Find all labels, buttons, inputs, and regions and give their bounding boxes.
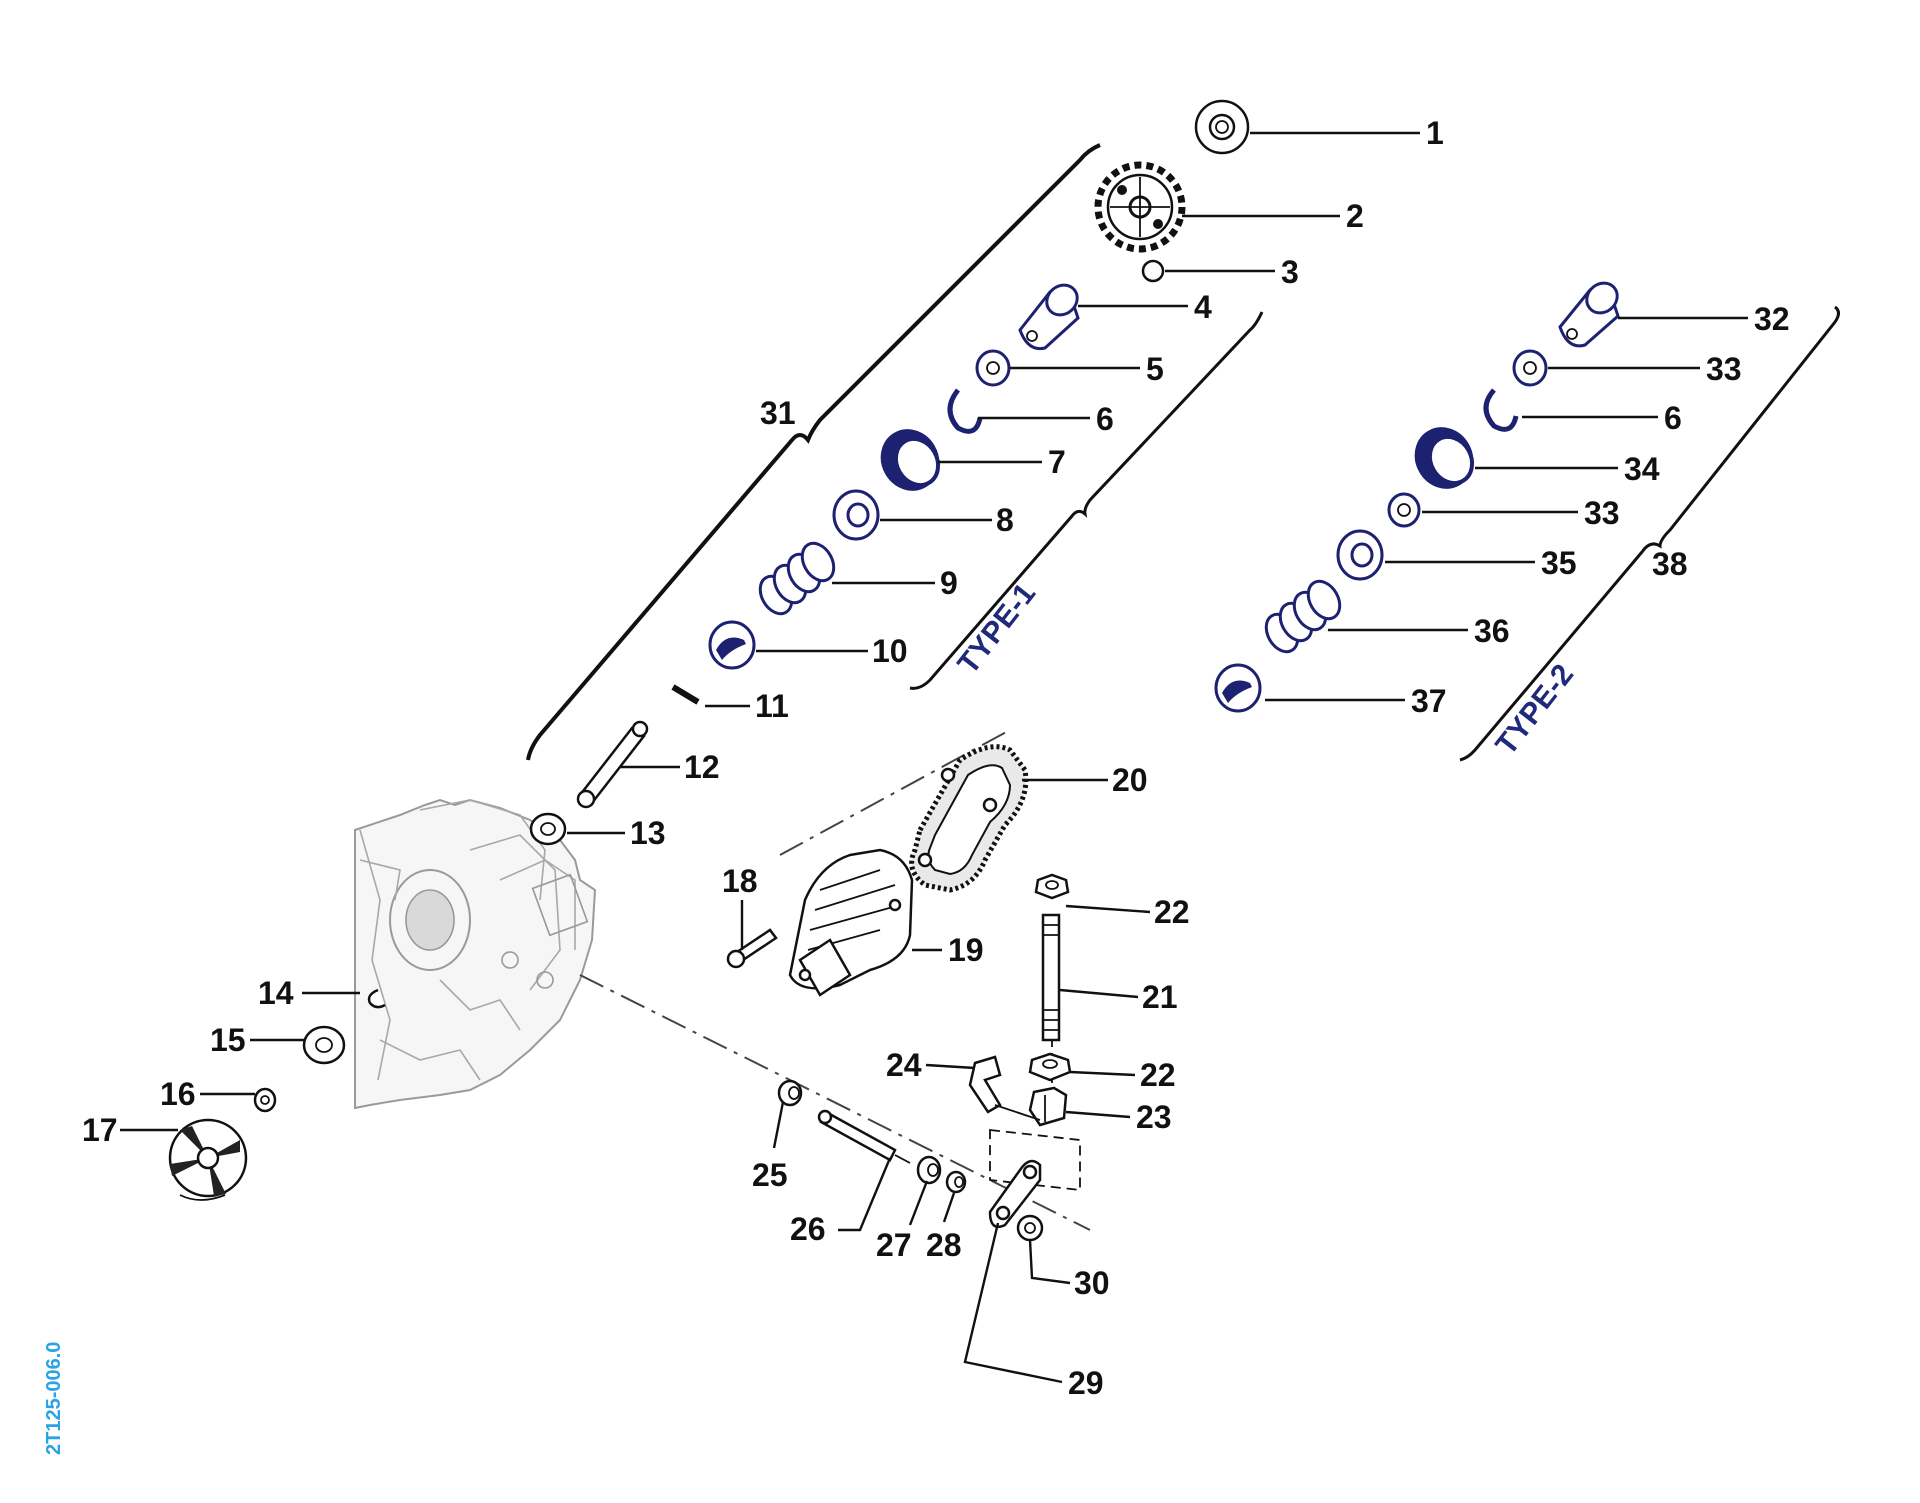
part-11-pin — [671, 684, 700, 705]
part-36-spring — [1264, 579, 1342, 654]
callout-38: 38 — [1652, 546, 1688, 582]
part-22-nut-upper — [1034, 873, 1070, 900]
brace-31 — [526, 143, 1101, 761]
callout-12: 12 — [684, 749, 720, 785]
part-1-bearing — [1194, 99, 1250, 155]
part-10-valve — [708, 620, 756, 670]
callout-6-type-2: 6 — [1664, 400, 1682, 436]
brace-type-1 — [909, 311, 1264, 690]
part-14-circlip — [367, 988, 386, 1009]
callout-35: 35 — [1541, 545, 1577, 581]
part-23-clevis — [1028, 1086, 1068, 1127]
callout-27: 27 — [876, 1227, 912, 1263]
callout-2: 2 — [1346, 198, 1364, 234]
callout-7: 7 — [1048, 444, 1066, 480]
part-16-nut — [253, 1087, 277, 1113]
brace-38 — [1459, 305, 1840, 762]
part-27-bushing — [916, 1155, 942, 1185]
part-3-ball — [1141, 259, 1165, 283]
callout-25: 25 — [752, 1157, 788, 1193]
callout-3: 3 — [1281, 254, 1299, 290]
part-6-circlip-type-2 — [1483, 388, 1519, 432]
part-22-nut-lower — [1028, 1052, 1072, 1082]
callout-31: 31 — [760, 395, 796, 431]
callout-37: 37 — [1411, 683, 1447, 719]
part-20-gasket — [909, 744, 1029, 893]
part-35-washer — [1336, 529, 1384, 581]
part-19-cover — [788, 848, 914, 997]
part-6-circlip — [947, 388, 983, 434]
callout-17: 17 — [82, 1112, 118, 1148]
callout-29: 29 — [1068, 1365, 1104, 1401]
callout-33-lower: 33 — [1584, 495, 1620, 531]
part-37-valve — [1214, 663, 1262, 713]
callout-18: 18 — [722, 863, 758, 899]
part-8-washer — [832, 489, 880, 541]
callout-22-upper: 22 — [1154, 894, 1190, 930]
cover-axis-line — [779, 729, 1011, 856]
callout-26: 26 — [790, 1211, 826, 1247]
shaft-axis-line — [579, 974, 1091, 1231]
callout-6: 6 — [1096, 401, 1114, 437]
callout-32: 32 — [1754, 301, 1790, 337]
callout-15: 15 — [210, 1022, 246, 1058]
callout-24: 24 — [886, 1047, 922, 1083]
callout-9: 9 — [940, 565, 958, 601]
part-28-bushing — [945, 1170, 967, 1194]
callout-28: 28 — [926, 1227, 962, 1263]
callout-13: 13 — [630, 815, 666, 851]
part-12-shaft — [576, 720, 649, 809]
part-33-washer-upper — [1512, 349, 1548, 387]
part-2-sprocket — [1094, 161, 1186, 253]
part-32-sleeve — [1558, 281, 1620, 348]
callout-11: 11 — [755, 688, 789, 724]
callout-30: 30 — [1074, 1265, 1110, 1301]
link-outline — [989, 1128, 1081, 1192]
callout-34: 34 — [1624, 451, 1660, 487]
part-25-bushing — [777, 1079, 803, 1107]
part-18-bolt — [726, 928, 778, 969]
callout-21: 21 — [1142, 979, 1178, 1015]
part-26-shaft — [817, 1109, 911, 1164]
part-29-lever — [988, 1159, 1042, 1229]
part-33-washer-lower — [1387, 492, 1421, 528]
callout-4: 4 — [1194, 289, 1212, 325]
drawing-reference-code: 2T125-006.0 — [43, 1342, 65, 1455]
type-2-label: TYPE-2 — [1490, 658, 1581, 761]
callout-8: 8 — [996, 502, 1014, 538]
part-13-bearing — [529, 812, 567, 846]
callout-5: 5 — [1146, 351, 1164, 387]
part-30-nut — [1016, 1214, 1044, 1242]
callout-19: 19 — [948, 932, 984, 968]
callout-numbers: 1 2 3 4 5 6 7 8 9 10 11 12 13 14 15 16 1… — [82, 115, 1790, 1401]
callout-1: 1 — [1426, 115, 1444, 151]
part-24-elbow — [968, 1055, 1041, 1121]
leader-lines — [120, 131, 1748, 1384]
part-4-sleeve — [1018, 283, 1080, 351]
callout-33-upper: 33 — [1706, 351, 1742, 387]
part-5-washer — [975, 349, 1011, 387]
part-21-stud — [1041, 913, 1061, 1042]
callout-36: 36 — [1474, 613, 1510, 649]
callout-10: 10 — [872, 633, 908, 669]
callout-20: 20 — [1112, 762, 1148, 798]
engine-housing-illustration — [354, 798, 597, 1110]
part-15-bearing — [302, 1025, 346, 1065]
type-1-label: TYPE-1 — [952, 577, 1043, 680]
part-34-seal — [1414, 427, 1475, 489]
callout-23: 23 — [1136, 1099, 1172, 1135]
callout-16: 16 — [160, 1076, 196, 1112]
callout-14: 14 — [258, 975, 294, 1011]
part-7-seal — [880, 429, 941, 491]
part-17-impeller — [168, 1118, 248, 1201]
part-9-spring — [758, 541, 836, 616]
callout-22-lower: 22 — [1140, 1057, 1176, 1093]
